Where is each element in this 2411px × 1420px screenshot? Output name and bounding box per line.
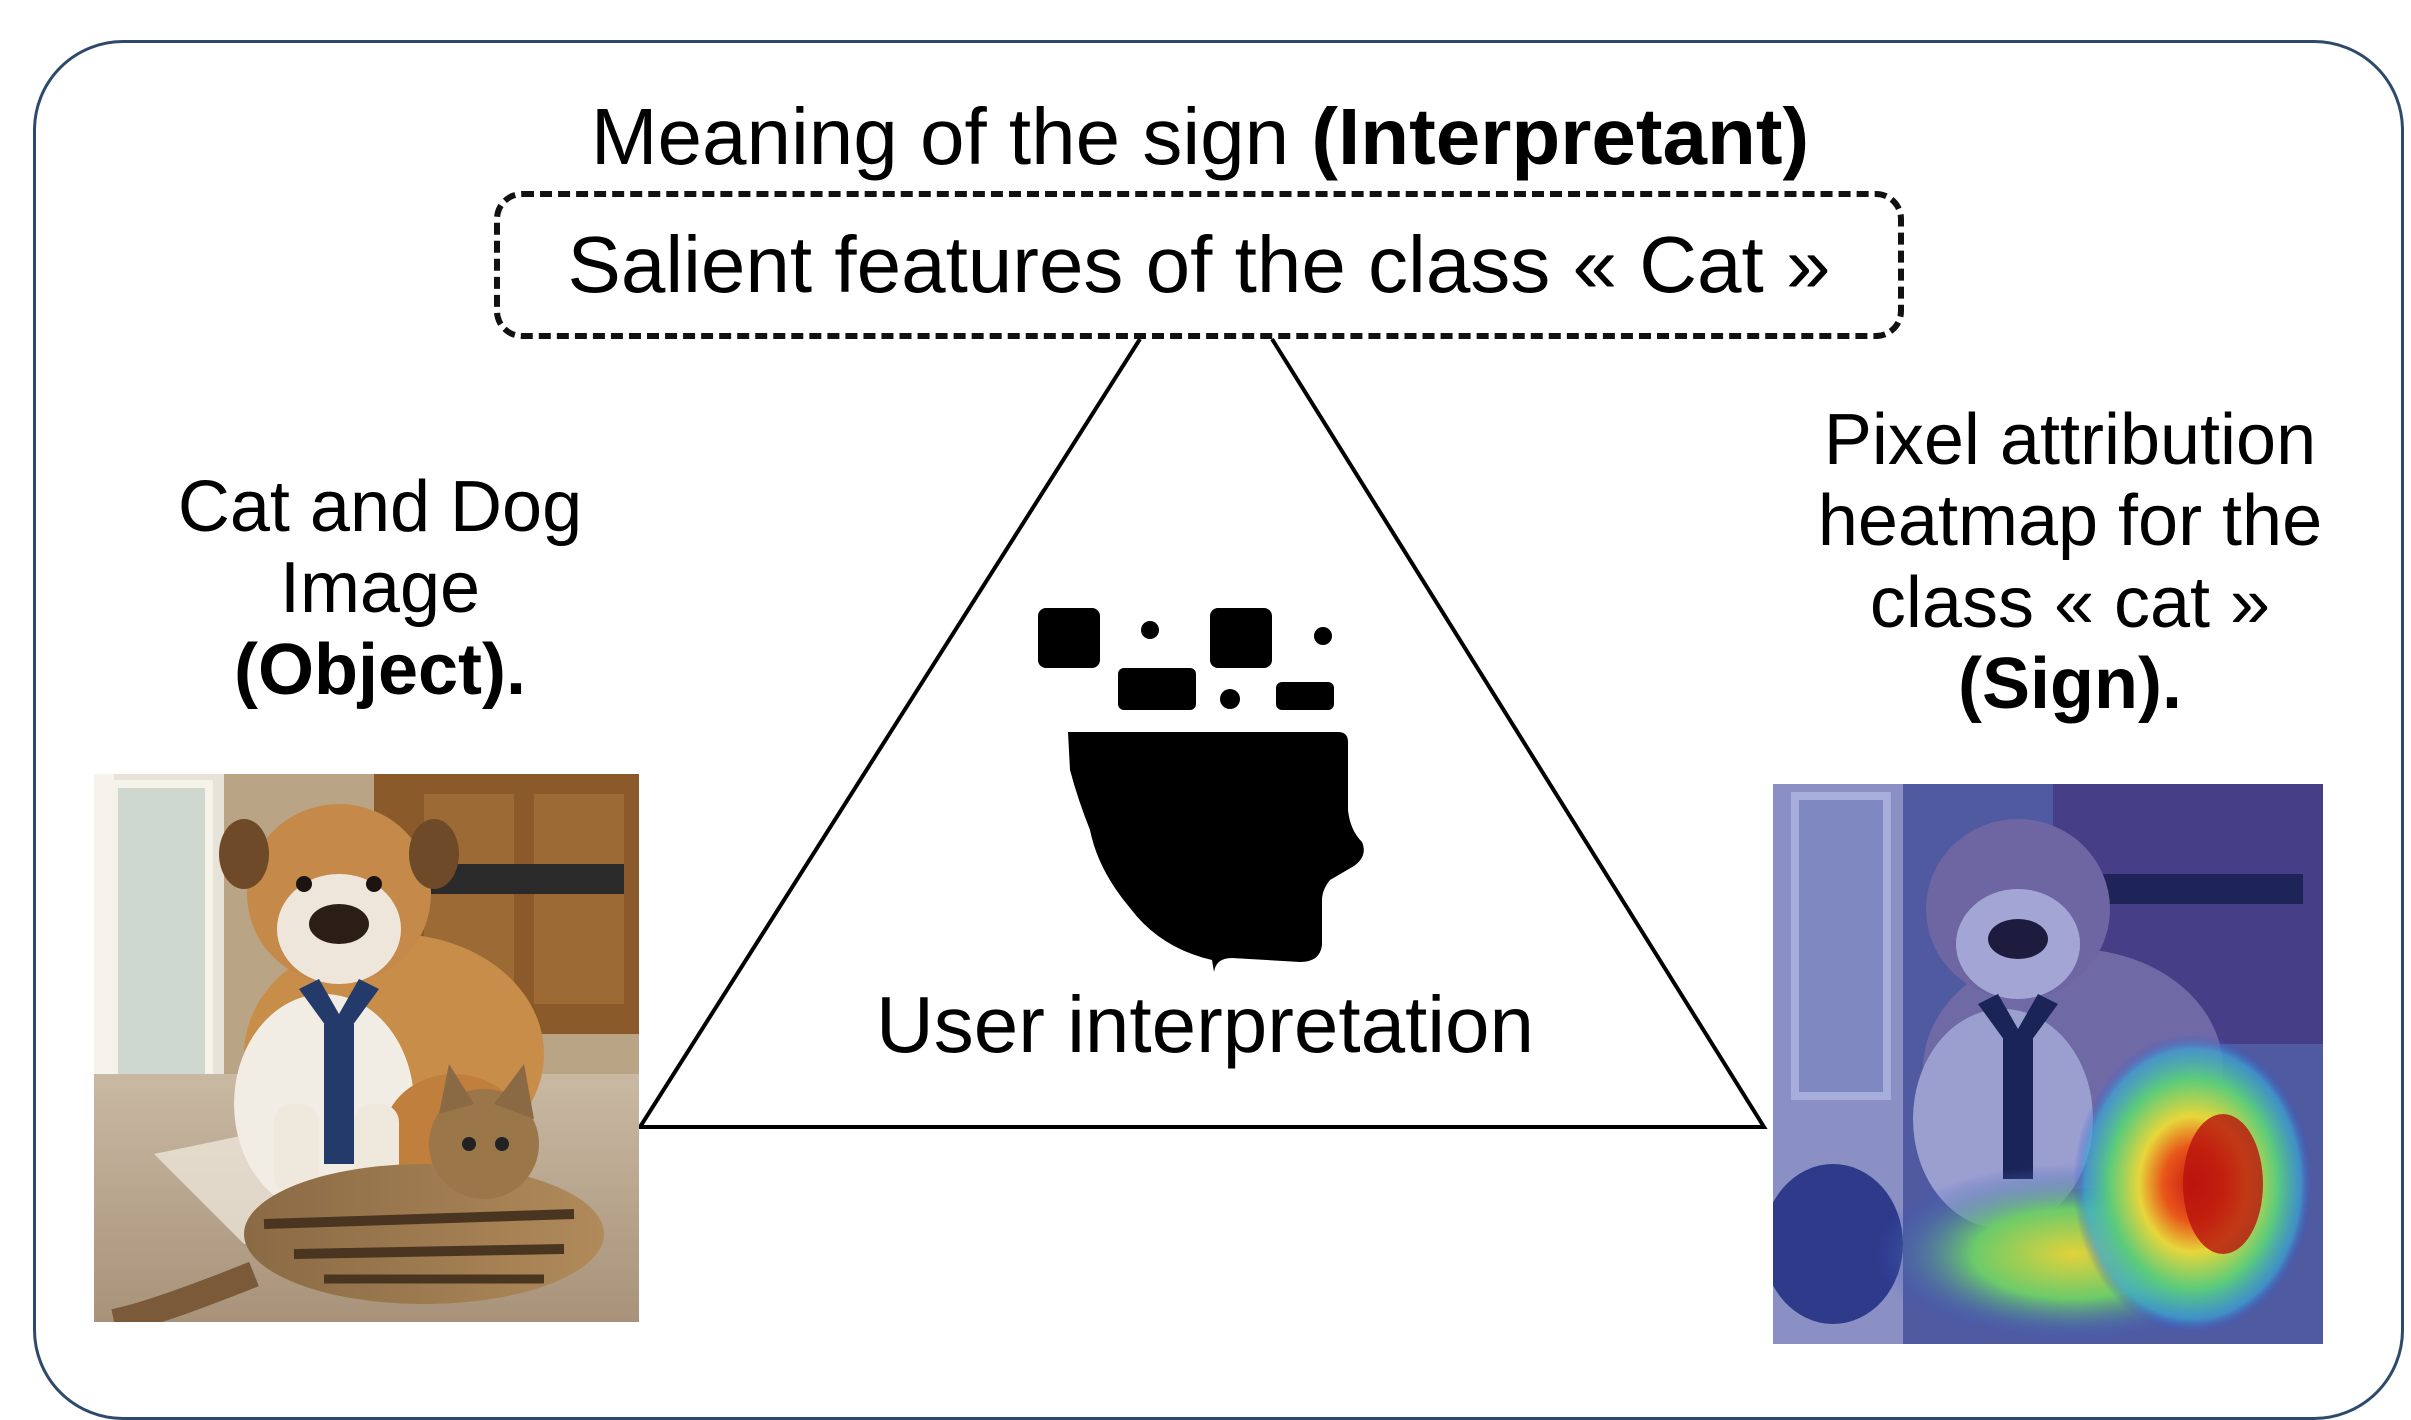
sign-label-line4: (Sign).	[1958, 644, 2182, 725]
object-label-line2: Image	[279, 548, 481, 629]
interpretant-box	[494, 191, 1904, 339]
sign-label-line3: class « cat »	[1869, 562, 2271, 643]
cat-dog-photo	[94, 774, 639, 1322]
sign-label-line2: heatmap for the	[1817, 481, 2323, 562]
interpretant-title-plain: Meaning of the sign	[590, 92, 1312, 181]
object-label: Cat and Dog Image (Object).	[60, 467, 700, 711]
sign-label: Pixel attribution heatmap for the class …	[1740, 400, 2400, 725]
interpretant-box-text: Salient features of the class « Cat »	[567, 220, 1831, 309]
triangle-edges	[636, 337, 1768, 1129]
semiotic-triangle	[636, 337, 1768, 1129]
sign-label-line1: Pixel attribution	[1823, 400, 2317, 480]
user-interpretation-label: User interpretation	[875, 980, 1535, 1069]
cat-heatmap-photo	[1773, 784, 2323, 1344]
object-label-line3: (Object).	[233, 629, 526, 710]
interpretant-title-bold: (Interpretant)	[1311, 92, 1810, 181]
object-label-line1: Cat and Dog	[177, 467, 583, 547]
interpretant-title: Meaning of the sign (Interpretant)	[470, 92, 1930, 182]
